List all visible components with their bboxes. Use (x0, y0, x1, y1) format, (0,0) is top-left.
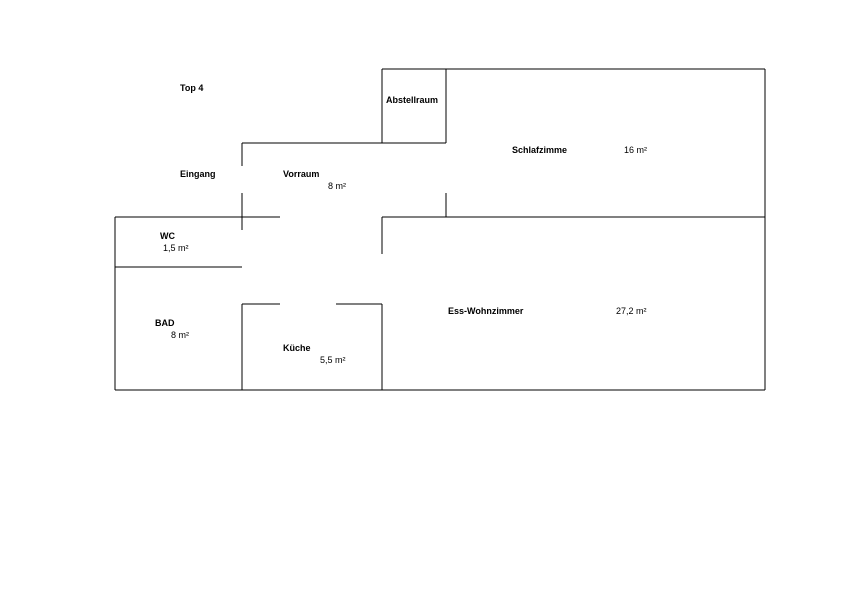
room-name-vorraum: Vorraum (283, 169, 319, 179)
plan-title: Top 4 (180, 83, 203, 93)
entrance-label: Eingang (180, 169, 216, 179)
room-area-wc: 1,5 m² (163, 243, 189, 253)
room-area-schlafzimmer: 16 m² (624, 145, 647, 155)
room-name-kueche: Küche (283, 343, 311, 353)
room-name-schlafzimmer: Schlafzimme (512, 145, 567, 155)
room-area-kueche: 5,5 m² (320, 355, 346, 365)
room-area-bad: 8 m² (171, 330, 189, 340)
room-area-vorraum: 8 m² (328, 181, 346, 191)
room-name-wc: WC (160, 231, 175, 241)
room-area-wohnzimmer: 27,2 m² (616, 306, 647, 316)
room-name-abstellraum: Abstellraum (386, 95, 438, 105)
room-name-wohnzimmer: Ess-Wohnzimmer (448, 306, 524, 316)
room-name-bad: BAD (155, 318, 175, 328)
walls (114, 68, 766, 391)
